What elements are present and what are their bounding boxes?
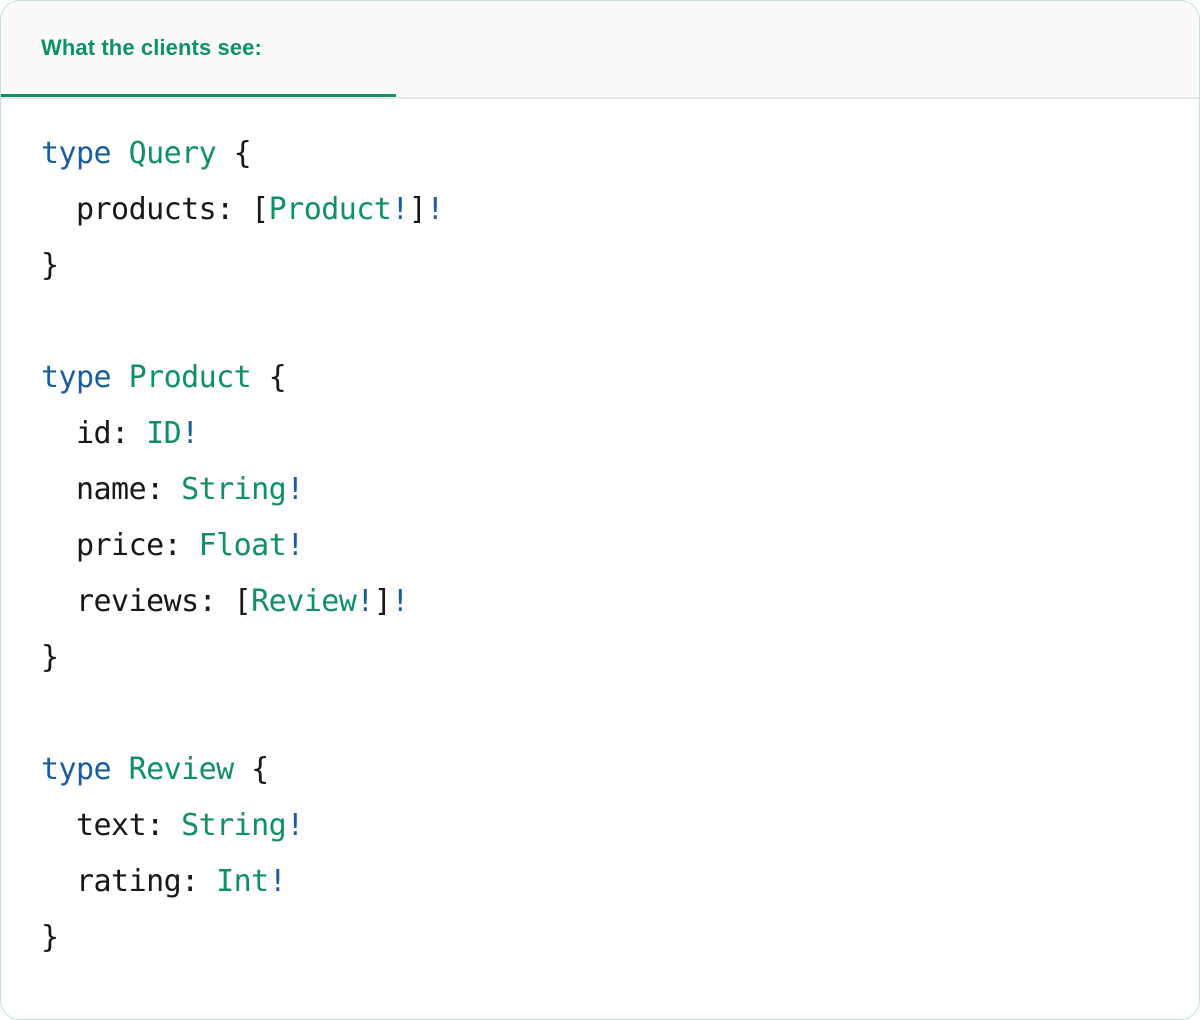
code-token-plain (41, 192, 76, 227)
code-token-punct: [ (233, 584, 252, 619)
code-token-plain (251, 360, 269, 395)
code-token-field: rating (76, 864, 182, 899)
code-token-punct: : (181, 864, 217, 899)
code-token-punct: { (233, 136, 252, 171)
code-token-plain (41, 416, 76, 451)
code-token-punct: : (163, 528, 199, 563)
code-token-plain (41, 584, 76, 619)
code-token-punct: { (268, 360, 287, 395)
code-token-type: String (181, 472, 287, 507)
code-token-kw: type (41, 136, 112, 171)
code-token-plain (41, 864, 76, 899)
code-token-bang: ! (391, 584, 409, 619)
code-token-type: Product (128, 360, 252, 395)
code-line: } (41, 630, 1199, 686)
code-token-kw: type (41, 752, 112, 787)
code-token-bang: ! (426, 192, 444, 227)
code-token-punct: } (41, 640, 59, 675)
code-token-punct: ] (373, 584, 392, 619)
code-token-field: reviews (76, 584, 199, 619)
code-token-punct: : (198, 584, 234, 619)
code-token-field: text (76, 808, 147, 843)
code-token-type: Product (268, 192, 392, 227)
code-line: ​ (41, 294, 1199, 350)
code-token-plain (41, 528, 76, 563)
code-line: ​ (41, 686, 1199, 742)
code-token-field: price (76, 528, 164, 563)
tab-what-the-clients-see[interactable]: What the clients see: (1, 1, 396, 97)
code-token-punct: } (41, 920, 59, 955)
code-token-punct: [ (251, 192, 269, 227)
code-token-field: name (76, 472, 147, 507)
code-token-plain (111, 360, 129, 395)
code-line: id: ID! (41, 406, 1199, 462)
code-token-bang: ! (181, 416, 199, 451)
code-token-plain (111, 136, 129, 171)
code-area: type Query { products: [Product!]!}​type… (1, 99, 1199, 1019)
code-line: name: String! (41, 462, 1199, 518)
code-line: } (41, 238, 1199, 294)
code-line: price: Float! (41, 518, 1199, 574)
code-token-punct: : (146, 472, 182, 507)
code-token-field: products (76, 192, 217, 227)
code-token-plain (41, 808, 76, 843)
code-token-type: Float (198, 528, 287, 563)
code-token-punct: : (216, 192, 252, 227)
code-token-bang: ! (356, 584, 374, 619)
code-token-punct: } (41, 248, 59, 283)
code-token-bang: ! (286, 472, 304, 507)
code-line: type Review { (41, 742, 1199, 798)
code-token-bang: ! (286, 808, 304, 843)
code-token-bang: ! (391, 192, 409, 227)
code-token-punct: { (251, 752, 269, 787)
graphql-schema-code: type Query { products: [Product!]!}​type… (41, 126, 1199, 966)
code-token-kw: type (41, 360, 112, 395)
code-line: text: String! (41, 798, 1199, 854)
code-token-type: Int (216, 864, 269, 899)
code-token-type: ID (146, 416, 182, 451)
code-token-bang: ! (286, 528, 304, 563)
code-token-type: Query (128, 136, 217, 171)
code-token-type: String (181, 808, 287, 843)
code-line: reviews: [Review!]! (41, 574, 1199, 630)
code-token-plain (216, 136, 234, 171)
code-token-punct: : (146, 808, 182, 843)
code-token-plain (111, 752, 129, 787)
code-line: rating: Int! (41, 854, 1199, 910)
code-token-type: Review (251, 584, 357, 619)
code-token-punct: : (111, 416, 147, 451)
tab-bar: What the clients see: (1, 1, 1199, 99)
code-line: } (41, 910, 1199, 966)
code-token-punct: ] (408, 192, 427, 227)
tab-label: What the clients see: (41, 34, 262, 60)
code-token-field: id (76, 416, 112, 451)
code-line: type Product { (41, 350, 1199, 406)
code-token-plain (234, 752, 252, 787)
code-token-type: Review (128, 752, 235, 787)
code-token-bang: ! (268, 864, 287, 899)
code-line: products: [Product!]! (41, 182, 1199, 238)
code-token-plain (41, 472, 76, 507)
code-line: type Query { (41, 126, 1199, 182)
